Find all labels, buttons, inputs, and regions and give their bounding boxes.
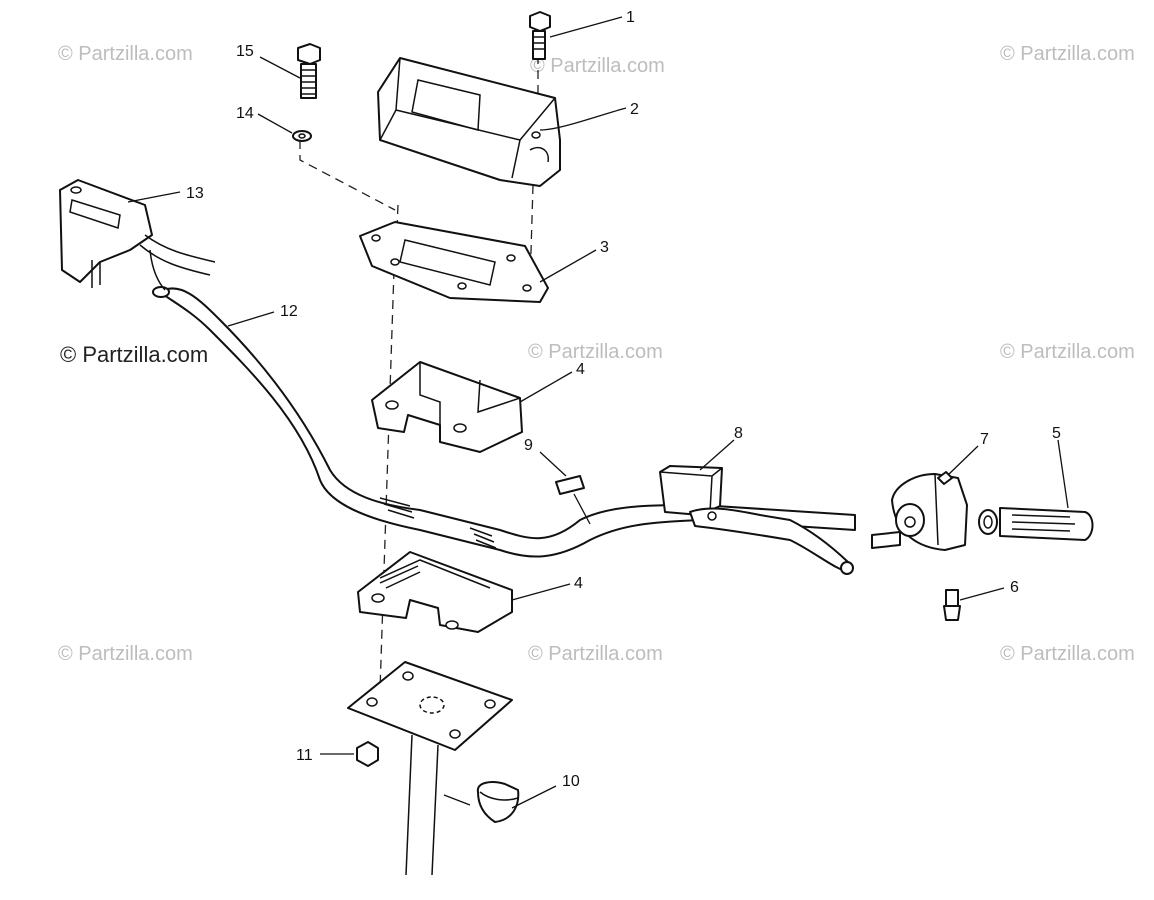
steering-post-plate <box>347 661 513 876</box>
callout-4-lower: 4 <box>574 575 583 592</box>
watermark: © Partzilla.com <box>530 55 665 77</box>
callout-8: 8 <box>734 425 743 442</box>
leader-line <box>699 439 735 471</box>
watermark: © Partzilla.com <box>1000 341 1135 363</box>
alignment-line <box>379 269 395 691</box>
brake-lever <box>689 507 854 575</box>
handlebar-pad-2 <box>377 57 561 187</box>
bolt-15 <box>297 43 321 99</box>
mount-plate-3 <box>359 221 549 303</box>
watermark-main: © Partzilla.com <box>60 342 208 367</box>
clamp-lower-4 <box>357 551 513 633</box>
callout-3: 3 <box>600 239 609 256</box>
label-9 <box>555 475 585 495</box>
leader-line <box>539 107 627 131</box>
leader-line <box>519 371 573 403</box>
callout-14: 14 <box>236 105 254 122</box>
master-cylinder-13 <box>59 179 216 291</box>
callout-12: 12 <box>280 303 298 320</box>
watermark: © Partzilla.com <box>1000 643 1135 665</box>
callout-9: 9 <box>524 437 533 454</box>
leader-line <box>947 445 979 476</box>
leader-line <box>443 785 557 809</box>
nut-11 <box>356 741 379 767</box>
alignment-line <box>299 140 396 211</box>
callout-6: 6 <box>1010 579 1019 596</box>
watermark: © Partzilla.com <box>58 643 193 665</box>
callout-4-upper: 4 <box>576 361 585 378</box>
grip-5 <box>978 507 1094 541</box>
callout-10: 10 <box>562 773 580 790</box>
leader-line <box>959 587 1005 601</box>
screw-6 <box>943 589 961 621</box>
callout-15: 15 <box>236 43 254 60</box>
watermark: © Partzilla.com <box>1000 43 1135 65</box>
switch-8 <box>659 465 723 516</box>
bolt-1 <box>529 11 551 60</box>
watermark: © Partzilla.com <box>528 341 663 363</box>
leader-line <box>549 16 623 38</box>
callout-5: 5 <box>1052 425 1061 442</box>
watermark: © Partzilla.com <box>528 643 663 665</box>
leader-line <box>539 249 597 283</box>
leader-line <box>1057 439 1069 509</box>
leader-line <box>127 191 181 203</box>
leader-line <box>257 113 293 134</box>
callout-1: 1 <box>626 9 635 26</box>
throttle-housing-7 <box>871 471 968 551</box>
leader-line <box>511 583 571 601</box>
callout-11: 11 <box>296 747 313 764</box>
watermark: © Partzilla.com <box>58 43 193 65</box>
callout-2: 2 <box>630 101 639 118</box>
callout-13: 13 <box>186 185 204 202</box>
clip-10 <box>476 781 520 823</box>
leader-line <box>539 451 591 525</box>
leader-line <box>227 311 275 327</box>
clamp-upper-4 <box>371 361 523 453</box>
callout-7: 7 <box>980 431 989 448</box>
leader-line <box>259 56 301 79</box>
washer-14 <box>292 130 312 142</box>
